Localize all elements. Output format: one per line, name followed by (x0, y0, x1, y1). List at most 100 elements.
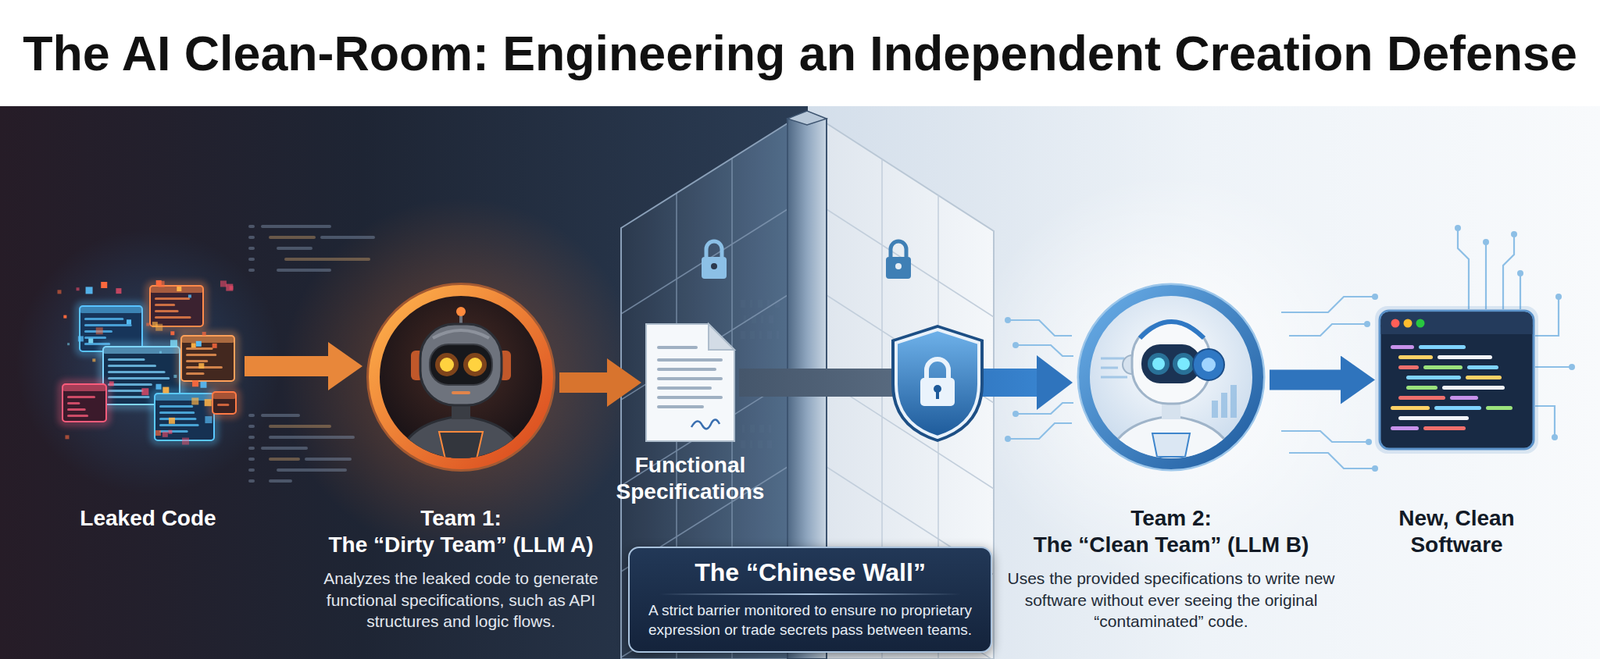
lock-icon (710, 263, 718, 270)
code-line (67, 414, 89, 418)
circuit-lines (1281, 296, 1375, 313)
circuit-lines (1007, 228, 1572, 469)
circuit-dots (1371, 465, 1379, 472)
document-line (657, 358, 723, 362)
wall-callout: The “Chinese Wall”A strict barrier monit… (628, 546, 993, 654)
code-fragment (248, 435, 255, 440)
code-fragment (248, 446, 255, 450)
leaked-code-icon: Leaked Code (56, 275, 240, 450)
code-line (1390, 406, 1430, 411)
glitch-pixel (162, 432, 168, 438)
code-fragment (268, 235, 316, 240)
code-fragment (260, 225, 332, 229)
heading-line: Team 1: (296, 505, 625, 533)
code-window (62, 384, 107, 422)
circuit-dots (1517, 270, 1524, 277)
caption-block: Team 2: The “Clean Team” (LLM B)Uses the… (1007, 505, 1336, 633)
glitch-pixel (92, 358, 96, 362)
code-line (185, 360, 208, 363)
robot-visor (429, 344, 493, 386)
code-line (107, 358, 146, 361)
lock-icon (885, 241, 911, 279)
circuit-dots (1004, 225, 1575, 472)
code-line (1406, 385, 1438, 390)
code-line (154, 310, 179, 313)
code-line (1418, 345, 1466, 350)
document-line (657, 405, 704, 409)
code-line (1437, 355, 1493, 360)
code-window (181, 335, 235, 382)
glitch-pixel (225, 284, 233, 292)
wall-illustration (787, 110, 827, 125)
robot-frame (374, 290, 548, 465)
circuit-lines (1535, 296, 1559, 336)
code-line (107, 371, 166, 374)
code-line (185, 347, 214, 350)
glitch-pixel (78, 335, 84, 342)
callout-divider (659, 593, 961, 596)
glitch-pixel (155, 430, 161, 436)
code-line (107, 364, 157, 368)
code-line (1423, 426, 1466, 431)
glitch-pixel (76, 287, 80, 291)
eye-glow (1172, 353, 1195, 375)
robot-body (1105, 416, 1237, 472)
circuit-lines (1535, 366, 1572, 368)
code-window (150, 285, 204, 327)
glitch-pixel (156, 280, 162, 286)
window-bar (181, 335, 235, 343)
code-line (1485, 406, 1513, 411)
glitch-pixel (155, 324, 163, 332)
lock-icon (890, 241, 907, 258)
robot-eye (1152, 357, 1165, 371)
heading-line: The “Dirty Team” (LLM A) (296, 532, 625, 559)
code-line (159, 405, 193, 408)
circuit-dots (1371, 293, 1379, 300)
caption-block: Leaked Code (31, 505, 266, 533)
window-glow (60, 382, 108, 424)
chart-bar (1211, 400, 1218, 418)
document-line (657, 396, 723, 400)
circuit-dots (1012, 342, 1019, 349)
caption-block: Team 1: The “Dirty Team” (LLM A)Analyzes… (296, 505, 625, 633)
glitch-pixel (182, 438, 190, 446)
code-line (1442, 385, 1505, 390)
window-glow (179, 334, 236, 383)
circuit-lines (1281, 431, 1369, 443)
circuit-dots (1454, 225, 1461, 232)
circuit-lines (1015, 403, 1074, 415)
code-fragment (260, 446, 308, 450)
headset-ear (1192, 349, 1225, 381)
code-fragment (248, 225, 375, 483)
code-line (185, 366, 223, 369)
code-line (154, 316, 192, 319)
code-line (1406, 375, 1461, 380)
software-window-art (1379, 310, 1534, 450)
code-line (84, 336, 107, 340)
glitch-pixel (196, 341, 202, 347)
code-line (84, 324, 133, 327)
robot-body (395, 416, 527, 472)
glitch-pixel (67, 342, 70, 346)
window-dot (1403, 319, 1413, 329)
glitch-pixel (64, 435, 69, 440)
team-circle: Team 2: The “Clean Team” (LLM B)Uses the… (1077, 283, 1265, 472)
headset-band (1139, 321, 1204, 339)
flow-arrow (244, 356, 329, 377)
circuit-dots (1482, 239, 1490, 246)
code-fragment (248, 235, 255, 240)
circuit-lines (1289, 453, 1375, 469)
blue-glow (15, 228, 282, 495)
code-line (1434, 406, 1482, 411)
circuit-lines (1485, 242, 1487, 310)
window-glow (153, 392, 216, 443)
glitch-pixel (212, 343, 218, 349)
code-line (1467, 365, 1499, 370)
code-line (185, 372, 205, 375)
window-bar (1381, 312, 1533, 335)
code-fragment (248, 457, 255, 461)
team-circle-art (1077, 283, 1265, 472)
code-fragment (268, 479, 293, 483)
code-fragment (276, 468, 347, 472)
code-fragment (268, 435, 355, 440)
